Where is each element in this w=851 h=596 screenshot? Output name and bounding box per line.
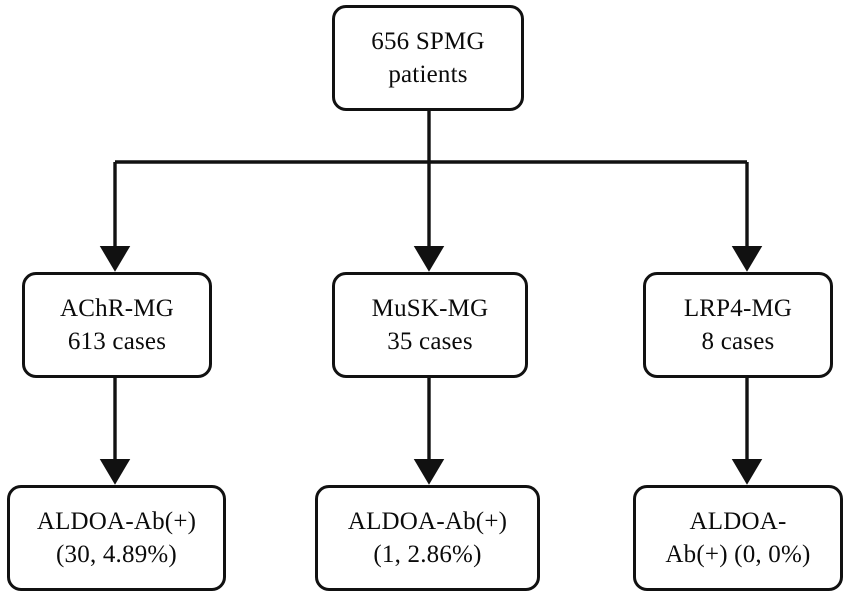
node-aldoa-ab-achr-line1: ALDOA-Ab(+): [36, 508, 197, 535]
node-achr-mg-line1: AChR-MG: [60, 295, 174, 322]
node-lrp4-mg-line1: LRP4-MG: [683, 295, 793, 322]
node-aldoa-ab-achr: ALDOA-Ab(+) (30, 4.89%): [7, 485, 226, 591]
node-lrp4-mg-line2: 8 cases: [701, 328, 775, 355]
node-musk-mg: MuSK-MG 35 cases: [332, 272, 528, 378]
node-total-patients-line2: patients: [388, 61, 468, 88]
node-achr-mg: AChR-MG 613 cases: [22, 272, 212, 378]
node-musk-mg-line1: MuSK-MG: [371, 295, 489, 322]
node-aldoa-ab-lrp4-line2: Ab(+) (0, 0%): [665, 541, 811, 568]
node-total-patients: 656 SPMG patients: [332, 5, 524, 111]
node-aldoa-ab-achr-line2: (30, 4.89%): [56, 541, 177, 568]
node-aldoa-ab-musk: ALDOA-Ab(+) (1, 2.86%): [315, 485, 540, 591]
node-total-patients-line1: 656 SPMG: [371, 28, 485, 55]
node-aldoa-ab-lrp4: ALDOA- Ab(+) (0, 0%): [633, 485, 843, 591]
node-achr-mg-line2: 613 cases: [67, 328, 167, 355]
node-musk-mg-line2: 35 cases: [387, 328, 473, 355]
node-lrp4-mg: LRP4-MG 8 cases: [643, 272, 833, 378]
node-aldoa-ab-musk-line2: (1, 2.86%): [373, 541, 482, 568]
node-aldoa-ab-musk-line1: ALDOA-Ab(+): [347, 508, 508, 535]
node-aldoa-ab-lrp4-line1: ALDOA-: [689, 508, 787, 535]
